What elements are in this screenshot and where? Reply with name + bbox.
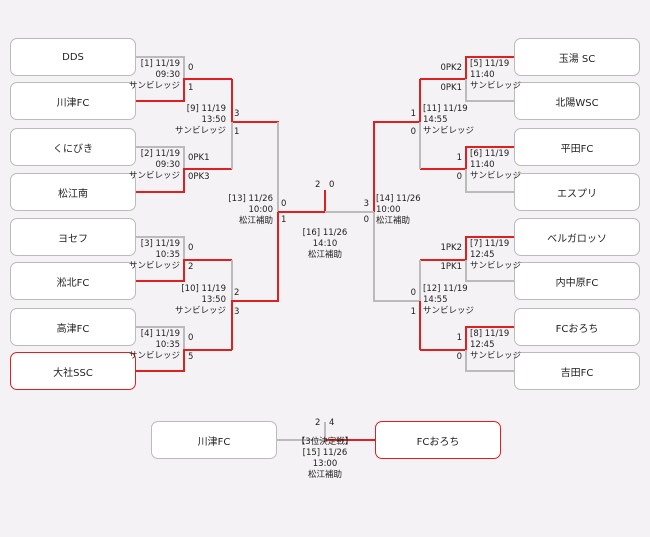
match-14-score-top: 3: [363, 199, 369, 209]
team-r8: 吉田FC: [514, 352, 640, 390]
team-r1: 玉湯 SC: [514, 38, 640, 76]
team-b1: 川津FC: [151, 421, 277, 459]
team-r4: エスプリ: [514, 173, 640, 211]
team-l7: 高津FC: [10, 308, 136, 346]
match-1-score-bottom: 1: [188, 83, 194, 93]
match-6-score-bottom: 0: [456, 172, 462, 182]
match-8-score-top: 1: [456, 333, 462, 343]
match-5-score-top: 0PK2: [440, 63, 462, 73]
match-2-score-bottom: 0PK3: [188, 172, 210, 182]
match-9-score-top: 3: [234, 109, 240, 119]
team-l3: くにびき: [10, 128, 136, 166]
match-12-score-bottom: 1: [410, 307, 416, 317]
match-3-score-top: 0: [188, 243, 194, 253]
match-5-score-bottom: 0PK1: [440, 83, 462, 93]
match-11-score-top: 1: [410, 109, 416, 119]
match-9-score-bottom: 1: [234, 127, 240, 137]
team-l2: 川津FC: [10, 82, 136, 120]
third-place-score-right: 4: [329, 418, 335, 428]
team-b2: FCおろち: [375, 421, 501, 459]
match-4-score-top: 0: [188, 333, 194, 343]
match-3-score-bottom: 2: [188, 262, 194, 272]
final-score-right: 0: [329, 180, 335, 190]
third-place-score-left: 2: [315, 418, 321, 428]
team-r5: ベルガロッソ: [514, 218, 640, 256]
match-14-score-bottom: 0: [363, 215, 369, 225]
match-11-score-bottom: 0: [410, 127, 416, 137]
match-2-score-top: 0PK1: [188, 153, 210, 163]
final-score-left: 2: [315, 180, 321, 190]
team-l5: ヨセフ: [10, 218, 136, 256]
match-10-score-bottom: 3: [234, 307, 240, 317]
team-r3: 平田FC: [514, 128, 640, 166]
team-l4: 松江南: [10, 173, 136, 211]
team-r7: FCおろち: [514, 308, 640, 346]
match-7-score-top: 1PK2: [440, 243, 462, 253]
match-10-score-top: 2: [234, 288, 240, 298]
team-l1: DDS: [10, 38, 136, 76]
match-13-score-top: 0: [281, 199, 287, 209]
match-13-score-bottom: 1: [281, 215, 287, 225]
match-1-score-top: 0: [188, 63, 194, 73]
match-12-score-top: 0: [410, 288, 416, 298]
match-6-score-top: 1: [456, 153, 462, 163]
match-8-score-bottom: 0: [456, 352, 462, 362]
team-r6: 内中原FC: [514, 262, 640, 300]
match-7-score-bottom: 1PK1: [440, 262, 462, 272]
team-l6: 淞北FC: [10, 262, 136, 300]
team-r2: 北陽WSC: [514, 82, 640, 120]
team-l8: 大社SSC: [10, 352, 136, 390]
match-4-score-bottom: 5: [188, 352, 194, 362]
